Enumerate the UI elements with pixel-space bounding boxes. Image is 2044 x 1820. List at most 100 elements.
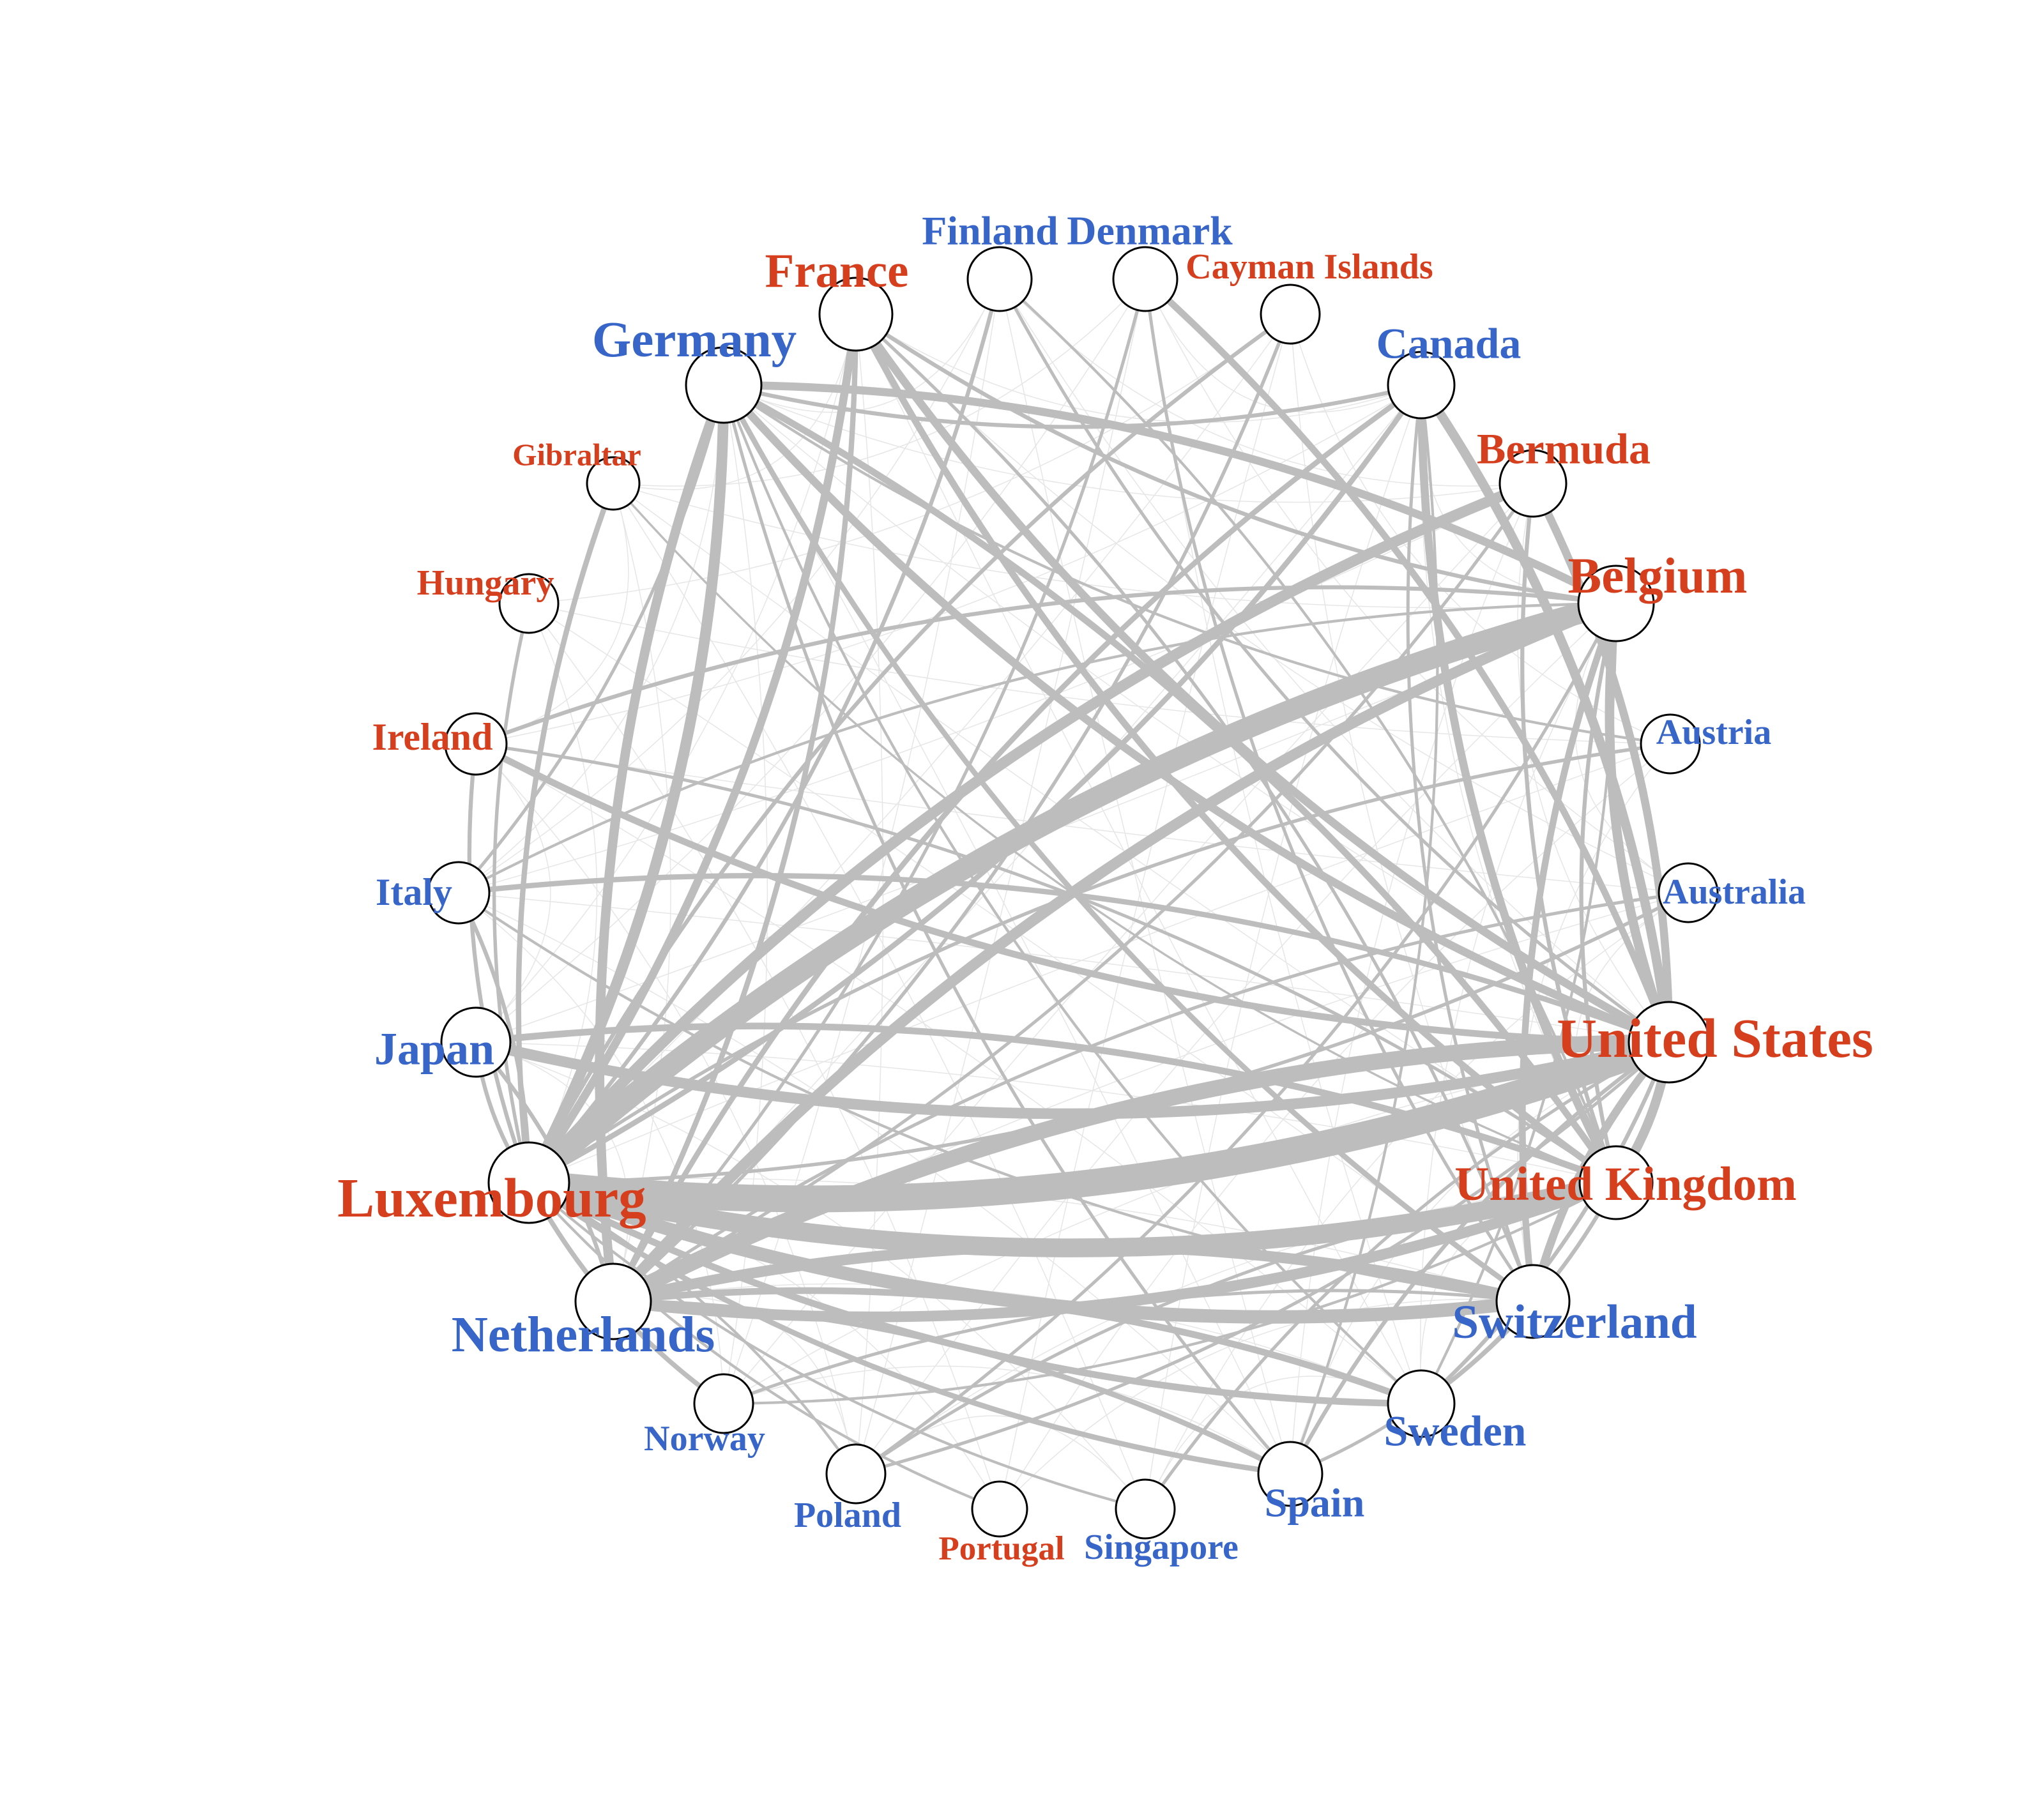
node-label-us: United States (1557, 1007, 1873, 1069)
edge-canada-switzerland (1406, 383, 1535, 1303)
node-label-finland: Finland (922, 208, 1058, 254)
edge-faint (528, 603, 1000, 1510)
node-label-australia: Australia (1663, 872, 1806, 912)
edge-netherlands-sweden (609, 1287, 1425, 1407)
node-italy (427, 861, 491, 925)
edge-faint (475, 384, 1422, 745)
edge-norway-uk (722, 1181, 1618, 1406)
node-label-luxembourg: Luxembourg (337, 1167, 646, 1229)
edge-poland-luxembourg (527, 1181, 858, 1476)
node-spain (1257, 1441, 1323, 1507)
edge-france-switzerland (854, 312, 1535, 1303)
node-singapore (1115, 1478, 1176, 1540)
node-label-cayman: Cayman Islands (1186, 247, 1433, 287)
edge-faint (458, 278, 1000, 893)
node-label-ireland: Ireland (372, 716, 493, 758)
node-poland (825, 1443, 887, 1505)
edge-faint (475, 743, 551, 1043)
edge-faint (613, 314, 857, 490)
edge-germany-netherlands (595, 380, 729, 1307)
node-label-canada: Canada (1377, 319, 1522, 368)
node-canada (1387, 351, 1456, 420)
edge-luxembourg-canada (526, 382, 1424, 1186)
edge-japan-us (470, 1036, 1675, 1119)
edge-france-netherlands (610, 311, 859, 1305)
edge-us-singapore (1143, 1040, 1671, 1511)
edge-faint (1145, 278, 1689, 893)
edge-denmark-switzerland (1143, 277, 1535, 1303)
edge-netherlands-spain (610, 1298, 1293, 1477)
edge-ireland-belgium (473, 585, 1619, 747)
node-label-singapore: Singapore (1084, 1528, 1239, 1567)
node-label-hungary: Hungary (417, 563, 554, 603)
edge-faint (475, 314, 857, 1043)
edge-france-belgium (853, 312, 1619, 606)
edge-faint (475, 743, 1689, 893)
node-label-switzerland: Switzerland (1452, 1296, 1697, 1349)
edge-luxembourg-belgium (518, 593, 1627, 1194)
edge-luxembourg-bermuda (523, 478, 1539, 1188)
edge-italy-luxembourg (456, 890, 531, 1185)
node-australia (1658, 862, 1719, 923)
edge-canada-uk (1417, 381, 1621, 1187)
edge-faint (475, 278, 1146, 1043)
edge-us-sweden (1419, 1040, 1672, 1406)
edge-germany-italy (457, 383, 726, 895)
node-cayman (1260, 284, 1321, 345)
edge-faint (1517, 483, 1670, 1043)
edge-germany-spain (722, 383, 1292, 1476)
edge-faint (475, 743, 857, 1475)
node-label-norway: Norway (644, 1419, 765, 1459)
node-luxembourg (487, 1141, 570, 1224)
edge-singapore-luxembourg (527, 1181, 1147, 1511)
node-label-gibraltar: Gibraltar (512, 437, 641, 472)
node-norway (693, 1373, 754, 1434)
edge-bermuda-netherlands (611, 482, 1535, 1303)
edge-faint (613, 1283, 1422, 1404)
edge-faint (1145, 278, 1422, 413)
node-belgium (1577, 565, 1655, 642)
node-bermuda (1499, 449, 1567, 518)
node-label-denmark: Denmark (1067, 208, 1233, 254)
edge-faint (613, 278, 1146, 487)
edge-sweden-belgium (1419, 602, 1618, 1406)
edge-bermuda-us (1529, 479, 1674, 1047)
node-ireland (444, 712, 508, 776)
edge-netherlands-switzerland (607, 1241, 1539, 1307)
edge-cayman-luxembourg (526, 312, 1293, 1185)
edge-us-poland (854, 1040, 1671, 1476)
edge-hungary-luxembourg (492, 602, 531, 1185)
node-label-germany: Germany (592, 312, 797, 368)
edge-faint (999, 278, 1670, 1043)
node-netherlands (574, 1263, 652, 1340)
edge-faint (999, 743, 1671, 1510)
node-label-netherlands: Netherlands (452, 1307, 715, 1363)
edge-faint (528, 314, 1291, 1183)
edge-netherlands-canada (610, 382, 1424, 1305)
edge-finland-uk (998, 277, 1618, 1185)
edge-denmark-netherlands (611, 277, 1147, 1303)
edge-faint (1145, 892, 1689, 1510)
node-label-uk: United Kingdom (1454, 1158, 1797, 1211)
edge-finland-luxembourg (526, 277, 1002, 1185)
edge-germany-uk (720, 381, 1620, 1187)
node-denmark (1112, 246, 1178, 312)
edge-belgium-poland (854, 602, 1618, 1476)
edge-switzerland-norway (722, 1289, 1535, 1406)
edge-portugal-luxembourg (527, 1181, 1002, 1511)
edge-finland-us (998, 277, 1671, 1044)
node-label-france: France (765, 245, 909, 298)
edge-canada-spain (1288, 383, 1439, 1476)
edge-faint (855, 314, 884, 1475)
edge-bermuda-uk (1520, 481, 1619, 1185)
node-austria (1640, 713, 1701, 775)
node-uk (1578, 1145, 1654, 1220)
edge-gibraltar-uk (612, 482, 1617, 1184)
node-gibraltar (586, 456, 641, 511)
node-us (1628, 1001, 1711, 1084)
node-germany (685, 346, 763, 424)
edge-us-spain (1288, 1040, 1672, 1476)
edge-austria-germany (722, 383, 1672, 746)
edge-faint (458, 483, 1534, 893)
